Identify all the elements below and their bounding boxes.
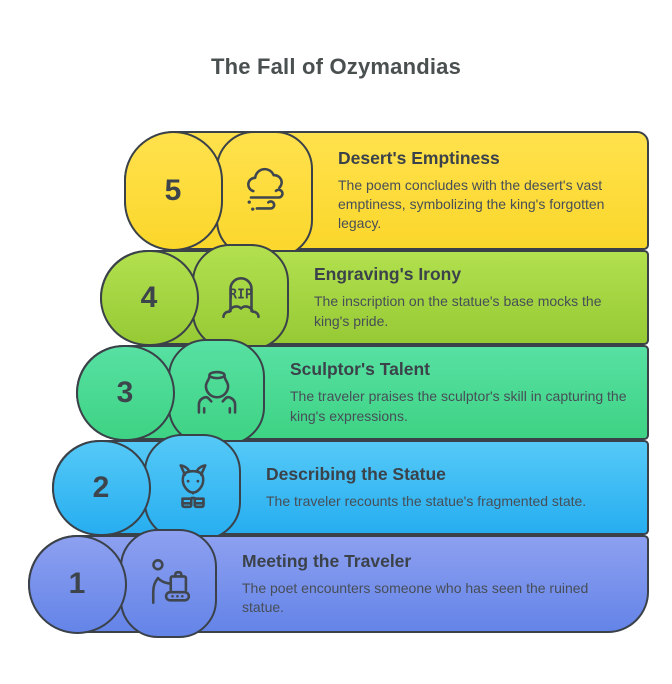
step-number-bubble: 5 <box>123 130 223 251</box>
step-number-bubble: 2 <box>51 439 151 536</box>
step-icon-pill <box>144 434 241 540</box>
step-row-5: Desert's Emptiness The poem concludes wi… <box>123 130 649 258</box>
step-row-4: Engraving's Irony The inscription on the… <box>99 244 649 350</box>
step-number-bubble: 1 <box>27 534 127 634</box>
step-title: Meeting the Traveler <box>242 550 412 571</box>
svg-text:RIP: RIP <box>229 288 252 303</box>
step-number-bubble: 3 <box>75 344 175 441</box>
step-icon-pill <box>168 339 265 445</box>
step-title: Desert's Emptiness <box>338 147 500 168</box>
step-icon-pill <box>216 130 313 258</box>
step-number: 2 <box>92 470 110 504</box>
step-description: The inscription on the statue's base moc… <box>314 293 602 329</box>
step-title: Sculptor's Talent <box>290 359 430 380</box>
step-number: 4 <box>140 280 158 314</box>
traveler-luggage-icon <box>151 558 190 604</box>
step-title: Engraving's Irony <box>314 264 462 285</box>
step-number: 3 <box>116 375 134 409</box>
step-icon-pill <box>120 529 217 638</box>
step-number: 5 <box>164 173 182 207</box>
hands-holding-vase-icon <box>197 370 236 414</box>
step-description: The traveler recounts the statue's fragm… <box>266 492 587 509</box>
tombstone-rip-icon: RIP <box>221 277 260 319</box>
step-title: Describing the Statue <box>266 463 446 484</box>
step-icon-pill: RIP <box>192 244 289 350</box>
step-number-bubble: 4 <box>99 249 199 346</box>
step-row-3: Sculptor's Talent The traveler praises t… <box>75 339 649 445</box>
step-number: 1 <box>68 567 86 600</box>
page-title: The Fall of Ozymandias <box>210 54 462 79</box>
wind-cloud-icon <box>246 167 284 211</box>
step-description: The poem concludes with the desert's vas… <box>338 176 605 232</box>
step-description: The poet encounters someone who has seen… <box>242 579 589 615</box>
step-row-1: Meeting the Traveler The poet encounters… <box>27 529 649 638</box>
statue-donkey-icon <box>178 464 207 509</box>
step-description: The traveler praises the sculptor's skil… <box>290 388 627 424</box>
step-row-2: Describing the Statue The traveler recou… <box>51 434 649 540</box>
